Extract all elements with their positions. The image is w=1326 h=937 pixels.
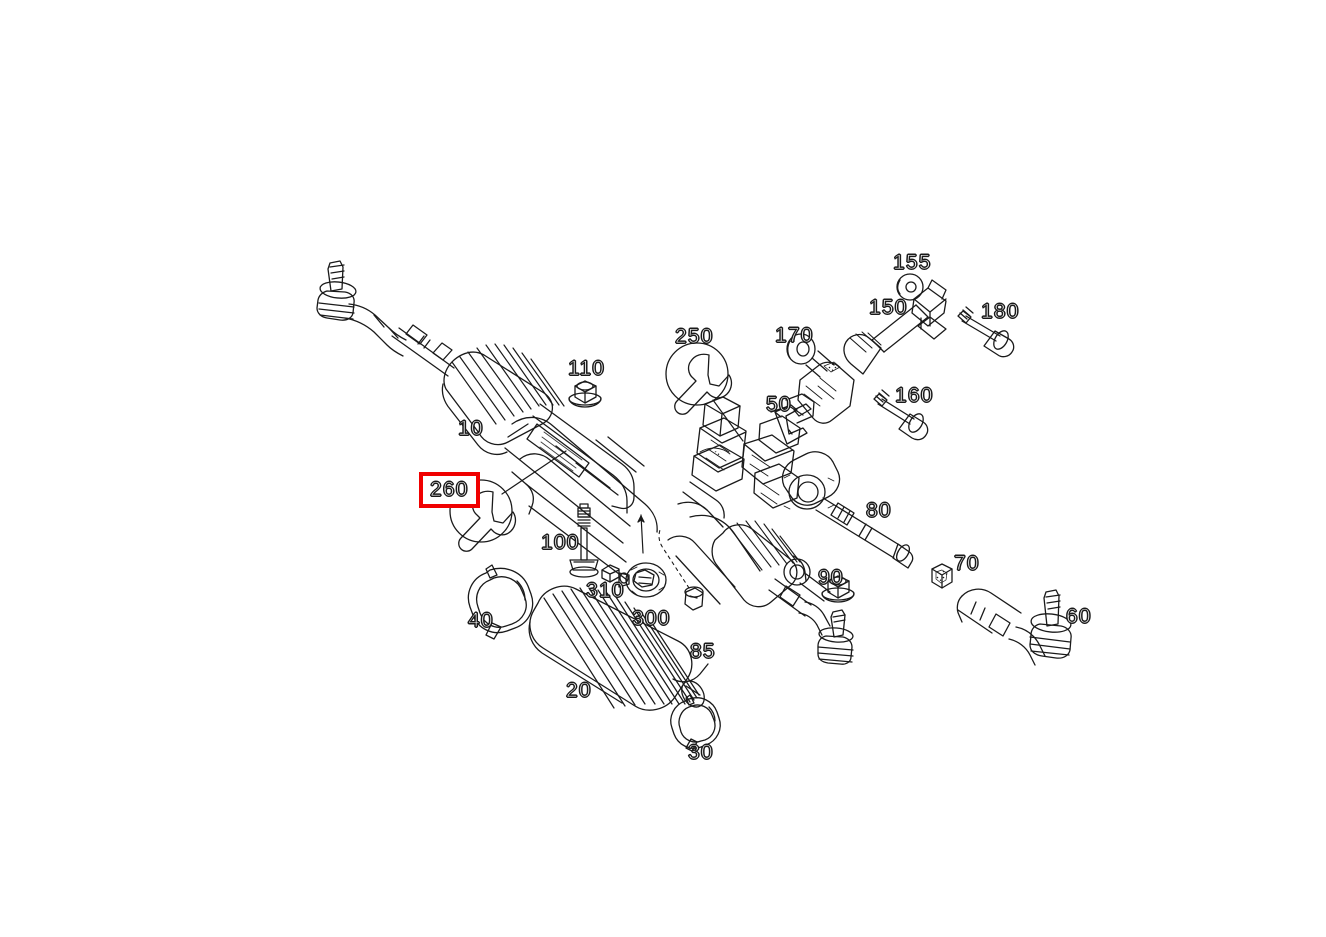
- part-100-bolt: [569, 503, 599, 578]
- callout-150: 150: [869, 296, 908, 319]
- part-30-clamp: [670, 694, 721, 752]
- leader-line-250: [712, 399, 744, 442]
- part-70-collar: [931, 563, 953, 589]
- callout-70: 70: [954, 552, 980, 575]
- callout-110: 110: [567, 357, 606, 380]
- part-170-washer: [786, 333, 816, 365]
- part-310-bushing: [601, 564, 630, 588]
- part-left-tie-rod-end: [316, 260, 455, 377]
- callout-155: 155: [893, 251, 932, 274]
- callout-100: 100: [541, 531, 580, 554]
- callout-80: 80: [866, 499, 892, 522]
- part-160-bolt: [873, 389, 929, 441]
- part-gear-housing: [504, 403, 658, 581]
- part-300-seal: [625, 562, 667, 598]
- callout-250: 250: [675, 325, 714, 348]
- callout-160: 160: [895, 384, 934, 407]
- part-90-nut: [821, 575, 855, 603]
- callout-170: 170: [775, 324, 814, 347]
- part-180-bolt: [957, 306, 1015, 358]
- part-50-bracket: [774, 403, 812, 445]
- part-40-clamp: [467, 564, 534, 640]
- part-rack-tube-right: [667, 514, 831, 608]
- callout-85: 85: [690, 640, 716, 663]
- callout-310: 310: [586, 579, 625, 602]
- wrench-marker-250: [665, 342, 733, 415]
- callout-40: 40: [468, 609, 494, 632]
- part-assembled-bellows: [441, 343, 565, 456]
- part-20-bellows-boot: [528, 585, 709, 711]
- callout-300: 300: [632, 607, 671, 630]
- callout-20: 20: [566, 679, 592, 702]
- callout-50: 50: [766, 393, 792, 416]
- callout-10: 10: [458, 417, 484, 440]
- part-pinion-housing-assembly: [677, 393, 815, 528]
- part-assembled-outer-tie-rod-left: [768, 578, 854, 665]
- callout-260-highlighted: 260: [419, 472, 480, 508]
- callout-30: 30: [688, 741, 714, 764]
- callout-90: 90: [818, 566, 844, 589]
- leader-line-260: [501, 450, 567, 495]
- part-85-cap: [684, 586, 704, 611]
- part-155-washer: [896, 273, 924, 301]
- part-110-nut: [568, 380, 602, 408]
- leader-lines: [501, 399, 744, 495]
- callout-60: 60: [1066, 605, 1092, 628]
- part-80-inner-tie-rod: [781, 451, 914, 569]
- part-150-intermediate-shaft: [797, 279, 947, 424]
- callout-180: 180: [981, 300, 1020, 323]
- part-60-outer-tie-rod-end: [956, 588, 1072, 666]
